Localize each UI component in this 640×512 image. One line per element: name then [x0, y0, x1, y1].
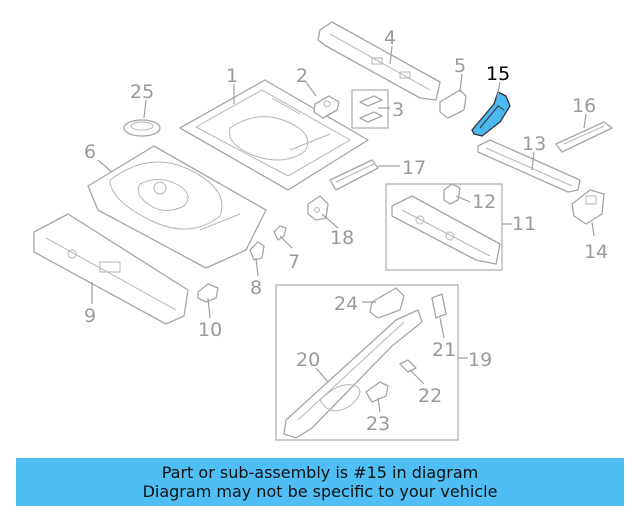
assembly-box-19: [275, 284, 459, 441]
label-part-25: 25: [130, 81, 154, 103]
label-part-24: 24: [334, 293, 358, 315]
part-24-bracket[interactable]: [369, 287, 405, 319]
label-part-18: 18: [330, 227, 354, 249]
label-part-9: 9: [84, 305, 96, 327]
info-banner: Part or sub-assembly is #15 in diagram D…: [16, 458, 624, 506]
label-part-17: 17: [402, 157, 426, 179]
part-9-front-floor[interactable]: [33, 213, 189, 325]
part-11-assembly[interactable]: [391, 195, 501, 265]
label-part-20: 20: [296, 349, 320, 371]
label-part-4: 4: [384, 27, 396, 49]
label-part-22: 22: [418, 385, 442, 407]
label-part-6: 6: [84, 141, 96, 163]
parts-diagram: 1 2 3 4 5 15 16 13 14 25 6 17 18 12 11 9…: [33, 21, 613, 441]
banner-line-part-number: Part or sub-assembly is #15 in diagram: [161, 463, 479, 482]
part-12-bracket[interactable]: [443, 183, 461, 205]
label-part-12: 12: [472, 191, 496, 213]
part-13-rail[interactable]: [477, 139, 581, 193]
part-17-cross-bar[interactable]: [329, 159, 379, 191]
label-part-19: 19: [468, 349, 492, 371]
part-8-bracket[interactable]: [249, 241, 265, 261]
label-part-23: 23: [366, 413, 390, 435]
part-22-clip[interactable]: [399, 359, 417, 373]
assembly-box-11: [385, 183, 503, 271]
label-part-2: 2: [296, 65, 308, 87]
label-part-7: 7: [288, 251, 300, 273]
label-part-8: 8: [250, 277, 262, 299]
label-part-14: 14: [584, 241, 608, 263]
part-3-brackets[interactable]: [351, 89, 389, 129]
part-2-bracket[interactable]: [313, 95, 340, 119]
part-10-bracket[interactable]: [197, 283, 219, 303]
part-5-gusset[interactable]: [439, 89, 467, 119]
part-16-rail[interactable]: [555, 121, 613, 153]
part-7-clip[interactable]: [273, 225, 287, 241]
label-part-13: 13: [522, 133, 546, 155]
part-14-bracket[interactable]: [571, 189, 605, 225]
label-part-16: 16: [572, 95, 596, 117]
part-20-side-rail[interactable]: [283, 309, 423, 439]
label-part-5: 5: [454, 55, 466, 77]
label-part-21: 21: [432, 339, 456, 361]
banner-line-disclaimer: Diagram may not be specific to your vehi…: [142, 482, 498, 501]
part-21-plate[interactable]: [431, 293, 447, 319]
label-part-1: 1: [226, 65, 238, 87]
part-25-plug[interactable]: [123, 119, 161, 137]
part-23-bracket[interactable]: [365, 381, 389, 403]
label-part-15[interactable]: 15: [486, 63, 510, 85]
part-4-cross-member[interactable]: [317, 21, 441, 101]
label-part-3: 3: [392, 99, 404, 121]
part-1-floor-pan[interactable]: [179, 79, 369, 191]
part-6-rear-floor[interactable]: [87, 145, 267, 269]
label-part-11: 11: [512, 213, 536, 235]
part-15-highlighted-bracket[interactable]: [471, 91, 511, 137]
label-part-10: 10: [198, 319, 222, 341]
